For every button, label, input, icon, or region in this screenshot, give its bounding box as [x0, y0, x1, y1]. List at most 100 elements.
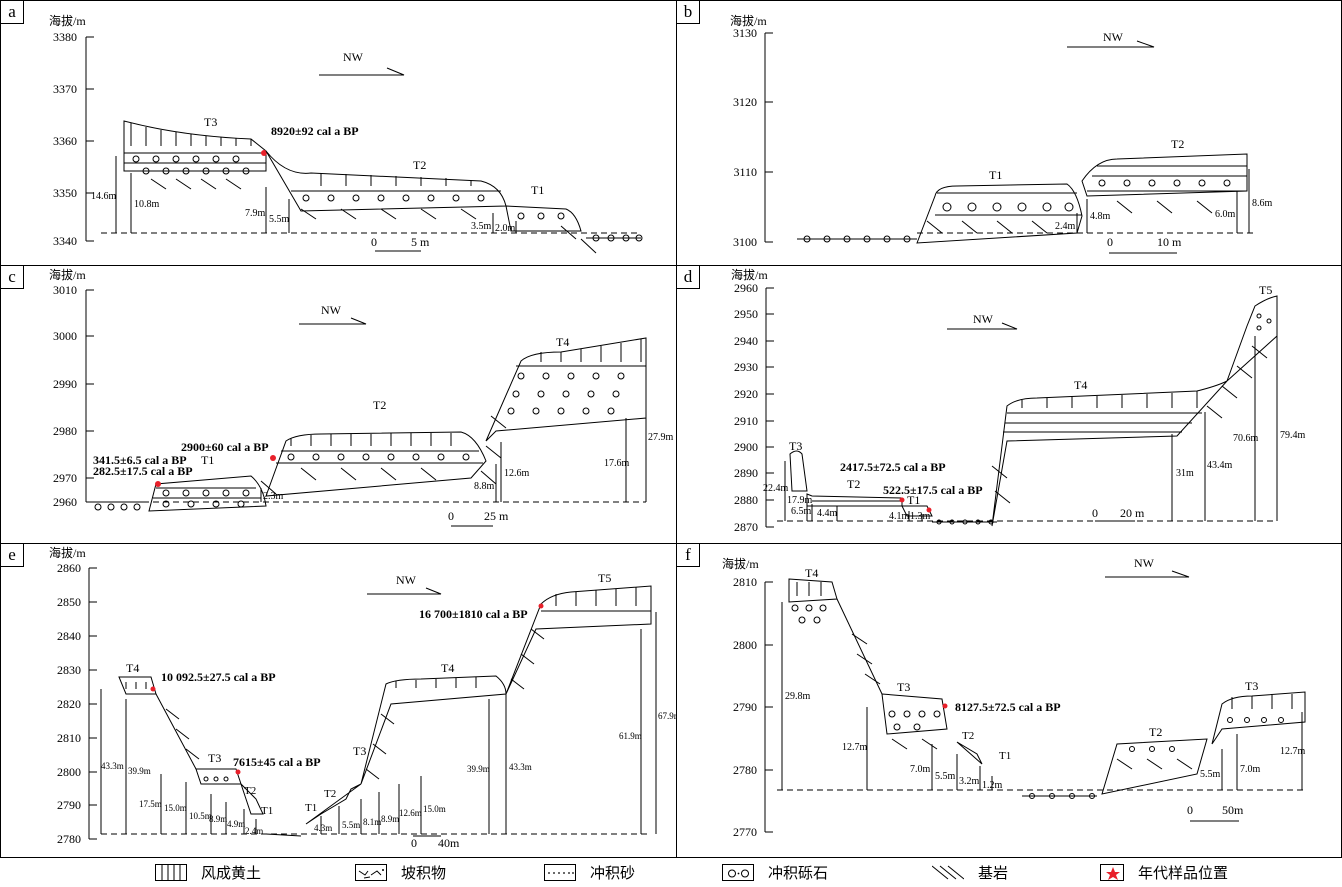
svg-text:4.9m: 4.9m	[227, 819, 245, 829]
svg-text:0: 0	[371, 235, 377, 249]
svg-text:8.1m: 8.1m	[363, 817, 381, 827]
legend-label: 冲积砾石	[768, 864, 829, 882]
svg-text:4.1m: 4.1m	[889, 511, 910, 522]
svg-text:2.0m: 2.0m	[495, 223, 516, 234]
svg-text:2.4m: 2.4m	[1055, 221, 1076, 232]
legend-label: 冲积砂	[590, 864, 636, 882]
svg-text:14.6m: 14.6m	[91, 191, 117, 202]
svg-text:2770: 2770	[733, 825, 757, 839]
svg-text:NW: NW	[321, 303, 342, 317]
svg-text:40m: 40m	[438, 836, 460, 850]
y-axis-label: 海拔/m	[49, 13, 86, 28]
svg-text:T2: T2	[324, 788, 336, 800]
svg-text:2870: 2870	[734, 520, 758, 534]
alluvial-gravel-icon	[722, 864, 754, 881]
svg-text:海拔/m: 海拔/m	[49, 545, 86, 560]
svg-text:2890: 2890	[734, 466, 758, 480]
svg-text:8127.5±72.5 cal a BP: 8127.5±72.5 cal a BP	[955, 700, 1061, 714]
svg-text:70.6m: 70.6m	[1233, 433, 1259, 444]
svg-text:2930: 2930	[734, 360, 758, 374]
panel-e: e 海拔/m 2860 2850 2840 2830 2820 2810 280…	[0, 543, 678, 858]
svg-text:海拔/m: 海拔/m	[722, 556, 759, 571]
svg-text:16 700±1810 cal a BP: 16 700±1810 cal a BP	[419, 607, 528, 621]
svg-text:2970: 2970	[53, 471, 77, 485]
svg-text:海拔/m: 海拔/m	[730, 13, 767, 28]
svg-text:12.7m: 12.7m	[1280, 746, 1306, 757]
svg-text:2960: 2960	[53, 495, 77, 509]
svg-text:T3: T3	[789, 439, 802, 453]
svg-text:2920: 2920	[734, 387, 758, 401]
svg-text:2900: 2900	[734, 440, 758, 454]
legend: 风成黄土 坡积物 冲积砂 冲积砾石 基岩 年代样品位置	[0, 858, 1342, 887]
svg-text:2.3m: 2.3m	[263, 491, 284, 502]
svg-text:T2: T2	[373, 398, 386, 412]
svg-text:15.0m: 15.0m	[164, 803, 187, 813]
svg-text:T4: T4	[1074, 378, 1087, 392]
svg-text:2840: 2840	[57, 629, 81, 643]
svg-text:2417.5±72.5 cal a BP: 2417.5±72.5 cal a BP	[840, 460, 946, 474]
svg-text:5.5m: 5.5m	[935, 771, 956, 782]
svg-text:NW: NW	[1134, 556, 1155, 570]
svg-text:T1: T1	[999, 750, 1011, 762]
svg-text:3130: 3130	[733, 26, 757, 40]
svg-text:T5: T5	[598, 571, 611, 585]
alluvial-sand-icon	[544, 864, 576, 881]
svg-text:2790: 2790	[733, 700, 757, 714]
terrace-label: T2	[413, 158, 426, 172]
svg-text:25 m: 25 m	[484, 509, 509, 523]
legend-label: 风成黄土	[201, 864, 262, 882]
svg-text:3120: 3120	[733, 95, 757, 109]
svg-text:NW: NW	[396, 573, 417, 587]
profile-a: 海拔/m 3380 3370 3360 3350 3340 NW 8920±92…	[49, 13, 643, 254]
svg-text:T1: T1	[907, 493, 920, 507]
svg-text:3.2m: 3.2m	[959, 776, 980, 787]
svg-text:3110: 3110	[733, 165, 757, 179]
panel-letter: b	[677, 1, 700, 24]
svg-text:T1: T1	[305, 802, 317, 814]
svg-text:3350: 3350	[53, 186, 77, 200]
svg-text:0: 0	[411, 836, 417, 850]
panel-a: a 海拔/m 3380 3370 3360 3350 3340 NW 8920±…	[0, 0, 677, 266]
svg-text:2940: 2940	[734, 334, 758, 348]
svg-text:43.3m: 43.3m	[101, 761, 124, 771]
svg-text:43.3m: 43.3m	[509, 762, 532, 772]
svg-text:10.8m: 10.8m	[134, 199, 160, 210]
legend-label: 坡积物	[401, 864, 447, 882]
svg-text:2880: 2880	[734, 493, 758, 507]
svg-text:2850: 2850	[57, 595, 81, 609]
svg-text:1.2m: 1.2m	[982, 780, 1003, 791]
svg-text:2910: 2910	[734, 414, 758, 428]
svg-text:3000: 3000	[53, 329, 77, 343]
svg-text:31m: 31m	[1176, 468, 1194, 479]
bedrock-icon	[932, 864, 964, 881]
panel-letter: e	[1, 544, 24, 567]
svg-text:T2: T2	[1171, 137, 1184, 151]
svg-text:T4: T4	[805, 566, 818, 580]
legend-item-bedrock: 基岩	[932, 858, 1008, 887]
svg-text:341.5±6.5 cal a BP: 341.5±6.5 cal a BP	[93, 453, 187, 467]
svg-text:3380: 3380	[53, 30, 77, 44]
svg-text:10 092.5±27.5 cal a BP: 10 092.5±27.5 cal a BP	[161, 670, 276, 684]
direction-label: NW	[343, 50, 364, 64]
svg-text:2900±60 cal a BP: 2900±60 cal a BP	[181, 440, 269, 454]
svg-text:0: 0	[1092, 506, 1098, 520]
panel-f: f 海拔/m 2810 2800 2790 2780 2770 NW T4 T3…	[676, 543, 1342, 858]
legend-item-colluvium: 坡积物	[355, 858, 446, 887]
svg-text:7615±45 cal a BP: 7615±45 cal a BP	[233, 755, 321, 769]
colluvium-icon	[355, 864, 387, 881]
svg-text:12.7m: 12.7m	[842, 742, 868, 753]
svg-text:2780: 2780	[57, 832, 81, 846]
svg-text:43.4m: 43.4m	[1207, 460, 1233, 471]
svg-text:10.5m: 10.5m	[189, 811, 212, 821]
svg-text:6.5m: 6.5m	[791, 506, 812, 517]
panel-letter: f	[677, 544, 700, 567]
svg-text:NW: NW	[1103, 30, 1124, 44]
svg-text:0: 0	[1187, 803, 1193, 817]
svg-text:2960: 2960	[734, 281, 758, 295]
svg-text:2810: 2810	[57, 731, 81, 745]
svg-text:2810: 2810	[733, 575, 757, 589]
svg-text:29.8m: 29.8m	[785, 691, 811, 702]
legend-item-loess: 风成黄土	[155, 858, 261, 887]
svg-text:39.9m: 39.9m	[467, 764, 490, 774]
profile-d: 海拔/m 2960 2950 2940 2930 2920 2910 2900 …	[731, 267, 1306, 534]
